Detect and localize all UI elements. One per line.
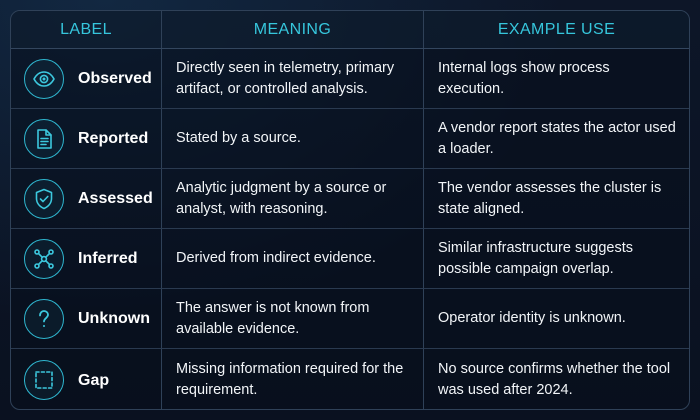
example-cell: Operator identity is unknown. <box>423 289 689 348</box>
header-example-use: EXAMPLE USE <box>423 11 689 48</box>
meaning-cell: Stated by a source. <box>161 109 423 168</box>
document-icon <box>24 118 64 159</box>
header-meaning: MEANING <box>161 11 423 48</box>
meaning-cell: Analytic judgment by a source or analyst… <box>161 169 423 228</box>
label-cell: Assessed <box>11 169 161 228</box>
table-row: Inferred Derived from indirect evidence.… <box>11 229 689 289</box>
table-row: Assessed Analytic judgment by a source o… <box>11 169 689 229</box>
question-mark-icon <box>24 298 64 339</box>
network-icon <box>24 238 64 279</box>
shield-check-icon <box>24 178 64 219</box>
table-row: Observed Directly seen in telemetry, pri… <box>11 49 689 109</box>
example-cell: Similar infrastructure suggests possible… <box>423 229 689 288</box>
example-cell: The vendor assesses the cluster is state… <box>423 169 689 228</box>
label-cell: Reported <box>11 109 161 168</box>
row-label: Reported <box>78 130 149 147</box>
table-row: Unknown The answer is not known from ava… <box>11 289 689 349</box>
label-cell: Observed <box>11 49 161 108</box>
meaning-cell: Derived from indirect evidence. <box>161 229 423 288</box>
eye-icon <box>24 58 64 99</box>
row-label: Inferred <box>78 250 138 267</box>
meaning-cell: Missing information required for the req… <box>161 349 423 409</box>
label-cell: Unknown <box>11 289 161 348</box>
table-row: Gap Missing information required for the… <box>11 349 689 409</box>
table-row: Reported Stated by a source. A vendor re… <box>11 109 689 169</box>
meaning-cell: Directly seen in telemetry, primary arti… <box>161 49 423 108</box>
label-cell: Gap <box>11 349 161 409</box>
dashed-square-icon <box>24 360 64 400</box>
row-label: Observed <box>78 70 152 87</box>
row-label: Unknown <box>78 310 150 327</box>
meaning-cell: The answer is not known from available e… <box>161 289 423 348</box>
example-cell: A vendor report states the actor used a … <box>423 109 689 168</box>
example-cell: No source confirms whether the tool was … <box>423 349 689 409</box>
table-header: LABEL MEANING EXAMPLE USE <box>11 11 689 49</box>
row-label: Assessed <box>78 190 153 207</box>
label-definitions-table: LABEL MEANING EXAMPLE USE Observed Direc… <box>10 10 690 410</box>
row-label: Gap <box>78 371 110 389</box>
example-cell: Internal logs show process execution. <box>423 49 689 108</box>
label-cell: Inferred <box>11 229 161 288</box>
header-label: LABEL <box>60 20 112 38</box>
